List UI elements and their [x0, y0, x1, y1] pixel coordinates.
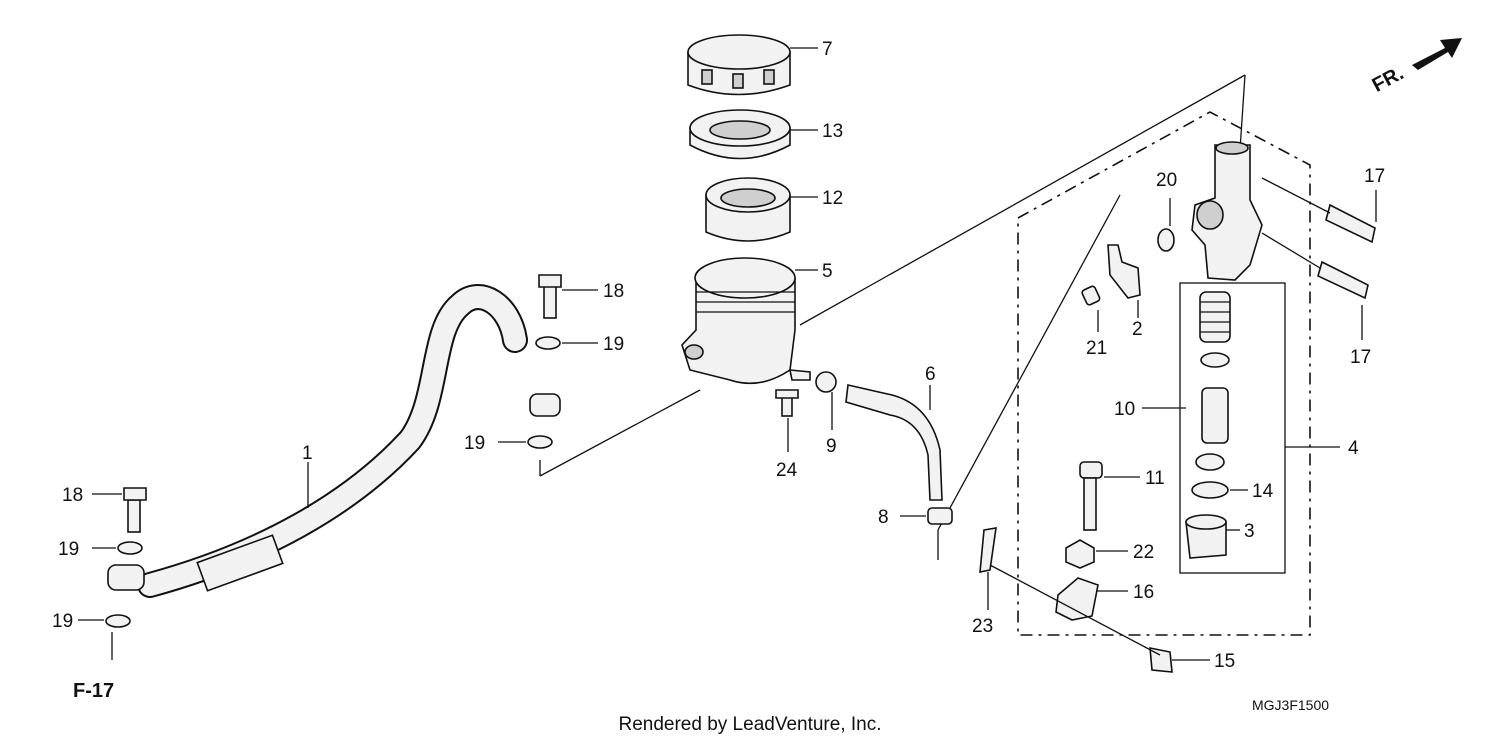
callout-12: 12: [822, 188, 843, 209]
assembly-outlines: [539, 74, 1311, 636]
callout-23: 23: [972, 616, 993, 637]
callout-24: 24: [776, 460, 798, 481]
callout-19: 19: [58, 539, 79, 560]
callout-20: 20: [1156, 170, 1177, 191]
callout-22: 22: [1133, 542, 1154, 563]
diagram-code: MGJ3F1500: [1252, 697, 1329, 713]
push-rod-assembly[interactable]: [979, 461, 1210, 673]
credit-text: Rendered by LeadVenture, Inc.: [618, 714, 881, 735]
diaphragm-plate[interactable]: [689, 109, 818, 160]
callout-17: 17: [1350, 347, 1371, 368]
callout-21: 21: [1086, 338, 1107, 359]
lower-banjo[interactable]: [78, 487, 147, 660]
callout-17: 17: [1364, 166, 1385, 187]
callout-14: 14: [1252, 481, 1274, 502]
front-direction-label: FR.: [1369, 62, 1408, 97]
callout-13: 13: [822, 121, 843, 142]
piston-kit[interactable]: [1142, 291, 1340, 559]
callout-9: 9: [826, 436, 837, 457]
callout-19: 19: [52, 611, 73, 632]
callout-5: 5: [822, 261, 833, 282]
reference-label: F-17: [73, 680, 114, 702]
reservoir-hose[interactable]: [845, 384, 943, 501]
brake-hose[interactable]: [137, 284, 528, 598]
callout-16: 16: [1133, 582, 1154, 603]
front-direction-arrow: FR.: [1369, 38, 1462, 97]
callout-19: 19: [464, 433, 485, 454]
reservoir-tank[interactable]: [681, 257, 818, 385]
callout-18: 18: [603, 281, 624, 302]
callout-19: 19: [603, 334, 624, 355]
hose-joint[interactable]: [1081, 244, 1141, 332]
callout-10: 10: [1114, 399, 1135, 420]
callout-labels: 7 13 12 5 18 19 19 1 18 19 19 24 9 6 8 2…: [52, 39, 1385, 672]
callout-3: 3: [1244, 521, 1255, 542]
callout-2: 2: [1132, 319, 1143, 340]
screw-24[interactable]: [775, 389, 799, 452]
callout-1: 1: [302, 443, 313, 464]
master-cylinder-body[interactable]: [1157, 141, 1377, 340]
callout-6: 6: [925, 364, 936, 385]
diaphragm[interactable]: [705, 177, 818, 242]
clip-8[interactable]: [900, 507, 953, 525]
callout-7: 7: [822, 39, 833, 60]
upper-banjo[interactable]: [498, 274, 598, 449]
clip-9[interactable]: [815, 371, 837, 430]
callout-4: 4: [1348, 438, 1359, 459]
callout-18: 18: [62, 485, 83, 506]
reservoir-cap[interactable]: [687, 34, 818, 96]
callout-11: 11: [1145, 468, 1165, 489]
callout-15: 15: [1214, 651, 1235, 672]
callout-8: 8: [878, 507, 889, 528]
